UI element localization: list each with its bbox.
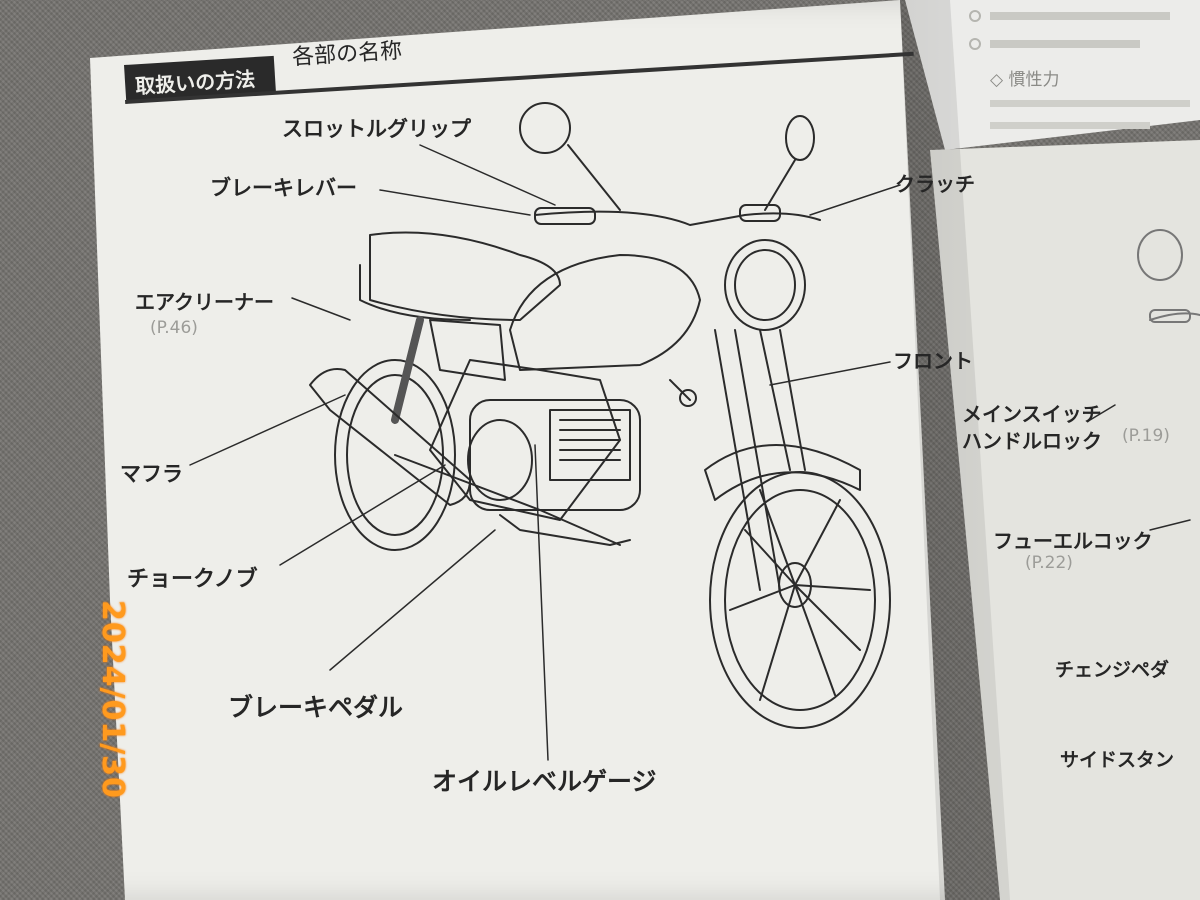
label-throttle-grip: スロットルグリップ xyxy=(282,117,471,141)
fuel-tank xyxy=(509,254,701,371)
label-main-switch: メインスイッチ xyxy=(962,402,1102,426)
front-fork xyxy=(714,329,761,591)
label-oil-level-gauge: オイルレベルゲージ xyxy=(432,767,657,796)
right-page-mirror xyxy=(1137,229,1183,281)
front-wheel xyxy=(709,471,891,729)
seat xyxy=(369,231,561,321)
muffler-shape xyxy=(309,368,471,506)
label-air-cleaner: エアクリーナー xyxy=(135,290,274,314)
front-fender xyxy=(704,444,861,501)
label-side-stand: サイドスタン xyxy=(1060,749,1175,771)
leader-lines xyxy=(189,144,1191,761)
label-handle-lock: ハンドルロック xyxy=(962,429,1102,453)
swingarm xyxy=(394,454,621,546)
side-cover xyxy=(429,319,506,381)
label-brake-pedal: ブレーキペダル xyxy=(228,693,404,722)
engine xyxy=(467,399,641,511)
left-mirror xyxy=(519,102,571,154)
label-muffler: マフラ xyxy=(120,462,183,486)
label-clutch: クラッチ xyxy=(895,172,975,196)
label-air-cleaner-ref: (P.46) xyxy=(150,318,198,338)
label-front: フロント xyxy=(893,349,973,373)
right-page-text: ◇ 慣性力 xyxy=(990,70,1060,90)
headlight xyxy=(724,239,806,331)
label-choke-knob: チョークノブ xyxy=(127,567,258,592)
label-change-pedal: チェンジペダ xyxy=(1055,659,1170,681)
label-fuel-cock-ref: (P.22) xyxy=(1025,553,1073,573)
handlebar xyxy=(534,210,821,226)
label-fuel-cock: フューエルコック xyxy=(993,529,1153,553)
right-mirror xyxy=(785,115,815,161)
label-brake-lever: ブレーキレバー xyxy=(210,176,357,200)
date-stamp: 2024/01/30 xyxy=(95,600,130,799)
label-handle-lock-ref: (P.19) xyxy=(1122,426,1170,446)
